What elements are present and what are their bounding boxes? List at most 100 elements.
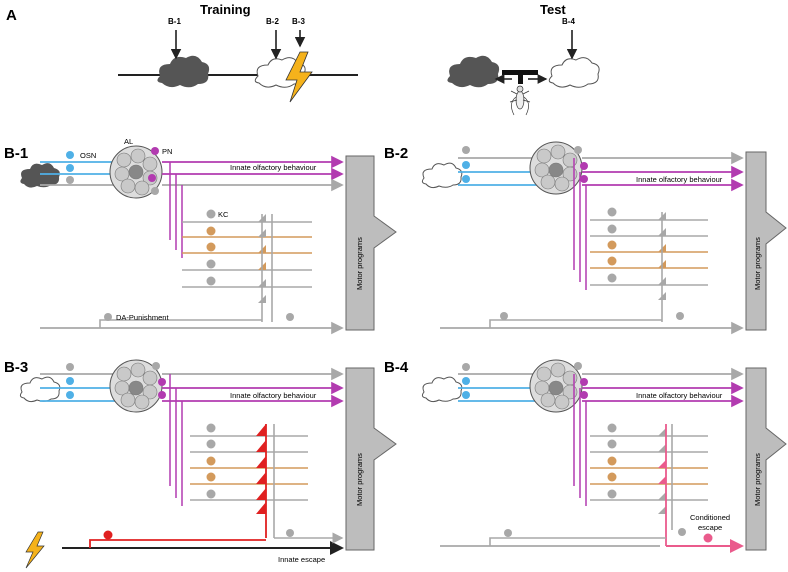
panel-a-label: A — [6, 7, 17, 24]
b2-kc-lines — [590, 219, 708, 286]
b3-pn-soma-3 — [158, 391, 166, 399]
b4-mbon-soma — [678, 528, 686, 536]
b3-shock-lightning-icon — [25, 531, 45, 569]
b2-mbon-soma — [676, 312, 684, 320]
b3-kc-somas — [206, 423, 216, 499]
panel-b3-label: B-3 — [4, 359, 28, 376]
b4-da-soma — [504, 529, 512, 537]
b2-kc-somas — [607, 207, 617, 283]
panel-b1-label: B-1 — [4, 145, 28, 162]
b4-da-branch — [489, 537, 666, 546]
test-title: Test — [540, 2, 566, 17]
b4-pn-soma-1 — [574, 362, 582, 370]
b2-pn-soma-1 — [574, 146, 582, 154]
b1-pn-label: PN — [162, 147, 172, 156]
b1-motor-label: Motor programs — [355, 237, 364, 290]
b1-mbon-soma — [286, 313, 294, 321]
b4-osn-soma-1 — [462, 363, 470, 371]
b1-da-branch — [99, 319, 262, 328]
b1-osn-label: OSN — [80, 151, 96, 160]
b2-motor-programs-box — [745, 151, 787, 331]
b1-kc-somas — [206, 209, 216, 286]
b3-osn-soma-3 — [66, 391, 74, 399]
b4-light-cloud-icon — [421, 376, 463, 403]
b1-pn-soma — [151, 147, 159, 155]
b3-motor-label: Motor programs — [355, 453, 364, 506]
b3-osn-soma-2 — [66, 377, 74, 385]
b3-innate-label: Innate olfactory behaviour — [230, 391, 317, 400]
b1-osn-soma-2 — [66, 164, 74, 172]
b4-kc-lines — [590, 435, 708, 501]
b1-pn-collaterals — [169, 162, 183, 258]
b2-motor-label: Motor programs — [753, 237, 762, 290]
marker-b4: B-4 — [562, 17, 575, 26]
b1-osn-soma-1 — [66, 151, 74, 159]
panel-b3: B-3 Innate olfactory behaviour — [4, 359, 397, 569]
b2-osn-soma-1 — [462, 146, 470, 154]
b4-pn-soma-2 — [580, 378, 588, 386]
b2-light-cloud-icon — [421, 162, 463, 189]
marker-b2: B-2 — [266, 17, 279, 26]
b4-innate-label: Innate olfactory behaviour — [636, 391, 723, 400]
panel-b2-label: B-2 — [384, 145, 408, 162]
b4-conditioned-label-2: escape — [698, 523, 722, 532]
b4-conditioned-soma — [703, 533, 713, 543]
b3-mbon-soma — [286, 529, 294, 537]
b2-osn-soma-3 — [462, 175, 470, 183]
b1-innate-label: Innate olfactory behaviour — [230, 163, 317, 172]
b4-kc-synapses — [658, 428, 666, 514]
b2-da-branch — [489, 319, 662, 328]
dark-odour-cloud-icon — [157, 55, 210, 88]
b3-pn-collaterals — [169, 374, 183, 506]
b2-pn-collaterals — [573, 158, 587, 290]
b3-kc-lines — [190, 435, 308, 501]
b1-motor-programs-box — [345, 155, 397, 331]
b3-osn-soma-1 — [66, 363, 74, 371]
b4-motor-label: Motor programs — [753, 453, 762, 506]
b3-motor-programs-box — [345, 367, 397, 551]
b1-dark-cloud-icon — [20, 163, 60, 188]
b3-escape-label: Innate escape — [278, 555, 325, 564]
b2-pn-soma-2 — [580, 162, 588, 170]
b4-motor-programs-box — [745, 367, 787, 551]
b3-glomeruli — [114, 362, 158, 410]
b3-kc-synapses-red — [256, 424, 266, 514]
panel-b4-label: B-4 — [384, 359, 409, 376]
b1-kc-lines — [182, 221, 312, 288]
test-dark-cloud-icon — [447, 55, 500, 88]
panel-b2: B-2 Innate olfactory behaviour — [384, 141, 787, 335]
b1-pn-soma-3 — [151, 187, 159, 195]
b3-pn-soma-1 — [152, 362, 160, 370]
test-light-cloud-icon — [548, 57, 600, 88]
b4-conditioned-label-1: Conditioned — [690, 513, 730, 522]
fly-icon — [509, 85, 531, 116]
b3-da-path-red — [89, 539, 266, 548]
b2-pn-soma-3 — [580, 175, 588, 183]
b4-kc-somas — [607, 423, 617, 499]
b1-osn-soma-3 — [66, 176, 74, 184]
b1-da-soma — [104, 313, 112, 321]
b2-osn-soma-2 — [462, 161, 470, 169]
shock-lightning-icon — [285, 51, 313, 103]
b4-pn-collaterals — [573, 374, 587, 506]
b3-pn-soma-2 — [158, 378, 166, 386]
b4-osn-soma-3 — [462, 391, 470, 399]
b4-pn-soma-3 — [580, 391, 588, 399]
panel-a: A Training Test B-1 B-2 B-3 B-4 — [6, 2, 600, 116]
b1-da-label: DA-Punishment — [116, 313, 169, 322]
b1-glomeruli — [114, 148, 158, 196]
panel-b1: B-1 OSN AL PN Innate olfactory behaviour — [4, 137, 397, 335]
t-maze-stem — [518, 70, 523, 84]
training-title: Training — [200, 2, 251, 17]
b3-da-soma — [103, 530, 113, 540]
b1-pn-soma-2 — [148, 174, 156, 182]
b1-kc-label: KC — [218, 210, 229, 219]
b2-da-soma — [500, 312, 508, 320]
panel-b4: B-4 Innate olfactory behaviour — [384, 359, 787, 553]
marker-b1: B-1 — [168, 17, 181, 26]
marker-b3: B-3 — [292, 17, 305, 26]
b3-light-cloud-icon — [19, 376, 61, 403]
b4-osn-soma-2 — [462, 377, 470, 385]
b2-innate-label: Innate olfactory behaviour — [636, 175, 723, 184]
